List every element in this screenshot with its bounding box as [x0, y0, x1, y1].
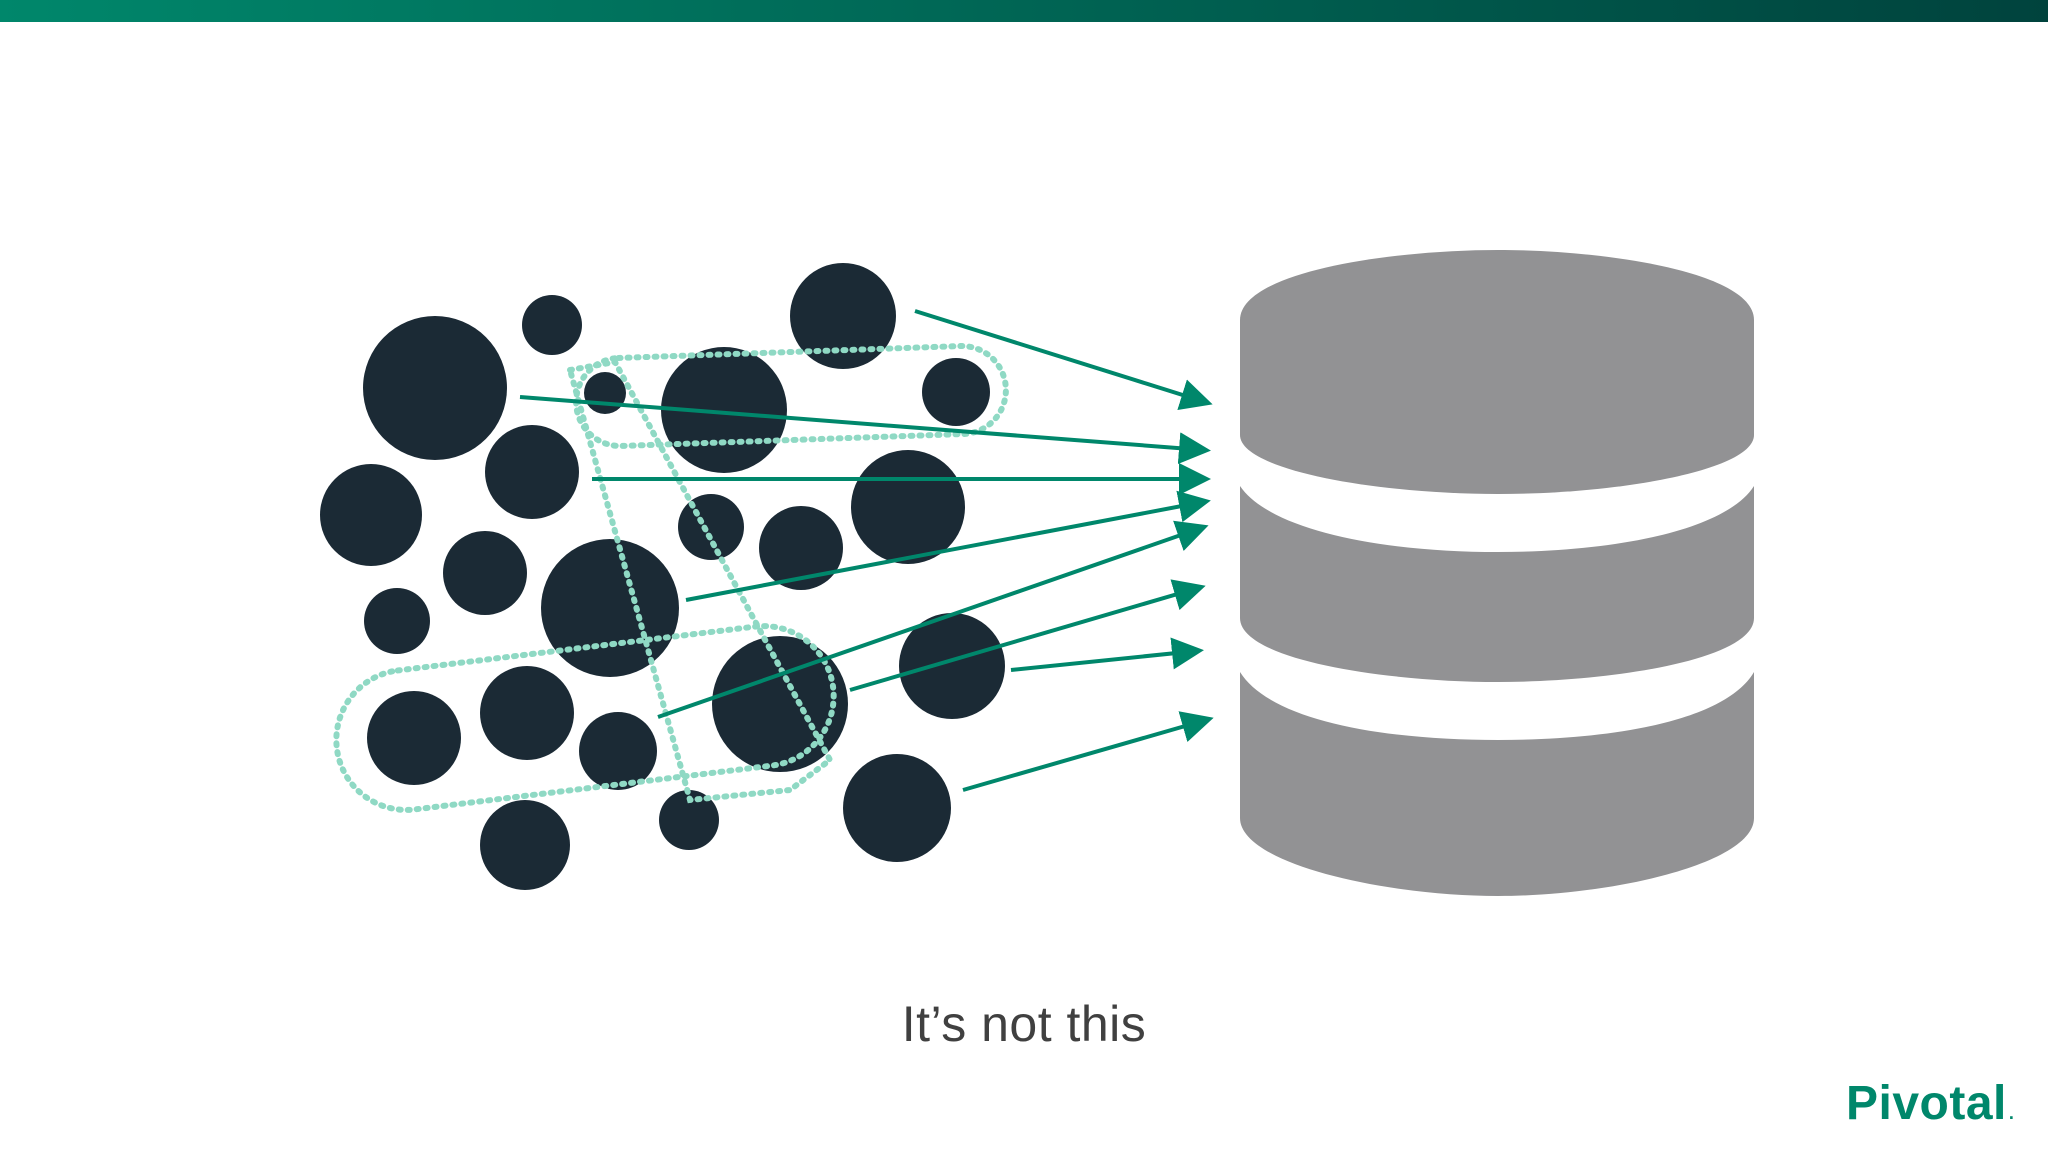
data-point: [584, 372, 626, 414]
data-point: [320, 464, 422, 566]
data-point: [480, 800, 570, 890]
grouping-outline: [573, 343, 1009, 449]
data-point: [480, 666, 574, 760]
database-middle-disk: [1240, 486, 1754, 682]
data-point: [364, 588, 430, 654]
data-point: [363, 316, 507, 460]
data-point: [367, 691, 461, 785]
data-point: [899, 613, 1005, 719]
data-point: [712, 636, 848, 772]
pivotal-logo: Pivotal.: [1846, 1074, 2014, 1143]
data-point: [541, 539, 679, 677]
data-point: [659, 790, 719, 850]
flow-arrow: [962, 711, 1214, 792]
database-bottom-disk: [1240, 672, 1754, 896]
data-point: [922, 358, 990, 426]
flow-arrow: [914, 309, 1213, 411]
data-point: [579, 712, 657, 790]
grouping-outline: [333, 623, 837, 813]
data-point: [851, 450, 965, 564]
flow-arrow: [849, 579, 1206, 692]
database-icon: [1240, 250, 1754, 896]
database-top-disk: [1240, 250, 1754, 494]
data-point: [443, 531, 527, 615]
data-point: [678, 494, 744, 560]
grouping-outline: [566, 358, 834, 804]
flow-arrow: [657, 520, 1209, 719]
data-point: [759, 506, 843, 590]
data-point: [485, 425, 579, 519]
slide-caption: It’s not this: [901, 996, 1147, 1052]
top-accent-band: [0, 0, 2048, 22]
flow-arrow: [685, 490, 1211, 602]
dotted-groupings: [333, 343, 1009, 813]
data-point: [843, 754, 951, 862]
logo-text: Pivotal: [1846, 1077, 2007, 1130]
flow-arrow: [1010, 637, 1204, 672]
data-point: [790, 263, 896, 369]
logo-mark: .: [2008, 1103, 2015, 1123]
flow-arrow: [519, 395, 1211, 465]
data-point: [522, 295, 582, 355]
flow-arrows: [519, 309, 1214, 792]
